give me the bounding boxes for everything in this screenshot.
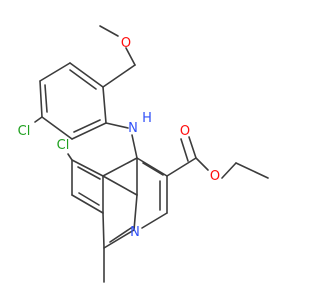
chlorine-aryl-label: Cl (18, 124, 31, 139)
oxygen-carbonyl-label: O (180, 124, 190, 139)
bond (102, 157, 138, 177)
bond (136, 157, 168, 177)
molecule-structure: O N H Cl Cl O O N (18, 25, 269, 283)
chlorine-quinoline-label: Cl (57, 138, 70, 153)
bond (102, 175, 138, 196)
bond (109, 227, 132, 243)
bond (103, 229, 135, 249)
bond (71, 194, 104, 214)
bond (77, 166, 101, 180)
structure-canvas: O N H Cl Cl O O N (18, 25, 269, 283)
nitrogen-ring-label: N (130, 225, 140, 240)
oxygen-methoxy-label: O (121, 36, 131, 51)
bond (78, 192, 100, 206)
bond (180, 138, 189, 162)
bond (71, 159, 104, 177)
bond (166, 157, 197, 177)
bond (125, 47, 136, 66)
bond (34, 116, 43, 123)
bond (188, 136, 197, 159)
bond (39, 80, 43, 118)
bond (102, 64, 136, 88)
bond (142, 162, 164, 176)
bond (131, 134, 138, 159)
bond (39, 62, 71, 82)
bond (105, 122, 129, 129)
oxygen-ester-label: O (210, 169, 220, 184)
bond (141, 212, 168, 229)
bond (67, 153, 73, 161)
bond (73, 119, 101, 133)
bond (235, 162, 269, 179)
bond (99, 25, 119, 37)
nitrogen-amine-label: N (128, 121, 138, 136)
bond (69, 69, 97, 90)
bond (44, 84, 48, 113)
bond (69, 62, 104, 88)
bond (102, 86, 107, 124)
bond (195, 157, 209, 171)
bond (71, 122, 107, 140)
bond (133, 194, 138, 231)
hydrogen-amine-label: H (142, 111, 152, 126)
bond (221, 162, 237, 179)
bond (41, 116, 73, 140)
bond (102, 212, 105, 249)
